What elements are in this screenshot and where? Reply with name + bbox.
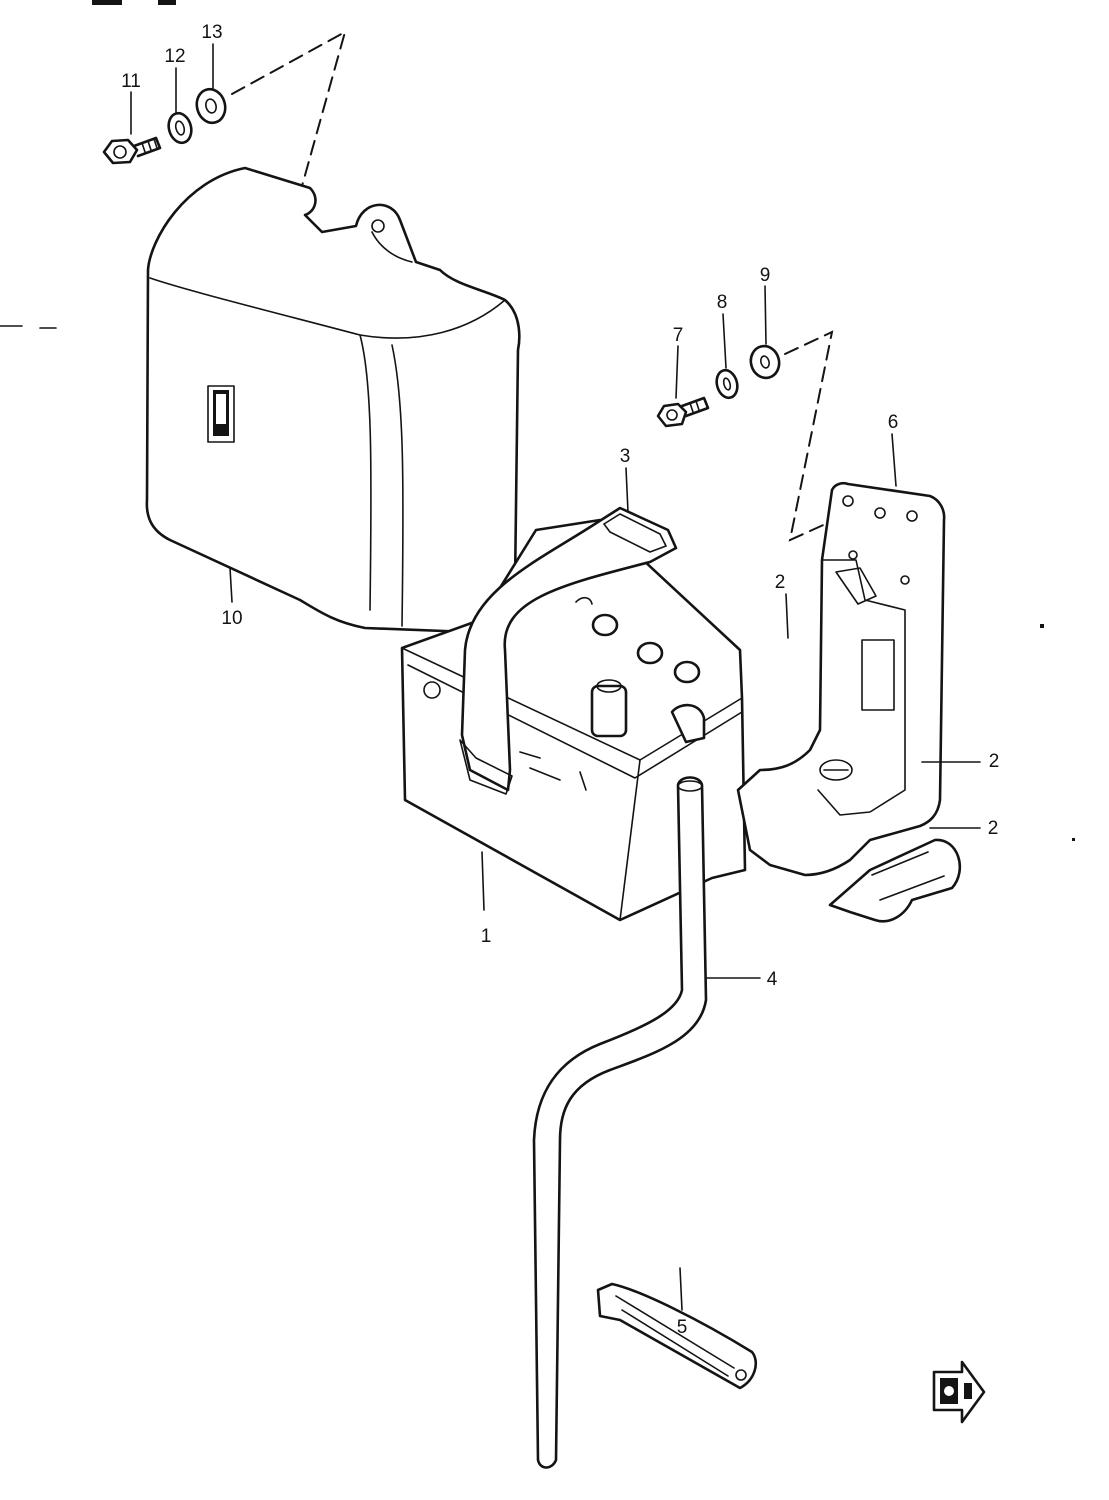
cable-part-5: [596, 1282, 757, 1390]
callout-3: 3: [620, 446, 631, 467]
callout-8: 8: [717, 292, 728, 313]
callout-4: 4: [767, 969, 778, 990]
callout-6: 6: [888, 412, 899, 433]
callout-2a: 2: [775, 572, 786, 593]
callout-2c: 2: [988, 818, 999, 839]
callout-10: 10: [221, 608, 242, 629]
callout-11: 11: [121, 71, 141, 92]
assembly-guide-line-right: [784, 330, 834, 542]
callout-12: 12: [164, 46, 185, 67]
washer-part-13: [195, 87, 227, 125]
callout-13: 13: [201, 22, 222, 43]
washer-part-9: [749, 344, 781, 380]
bracket-part-6: [736, 481, 962, 923]
callout-7: 7: [673, 325, 684, 346]
callout-5: 5: [677, 1317, 688, 1338]
bolt-part-7: [656, 396, 710, 428]
callout-9: 9: [760, 265, 771, 286]
strap-part-3: [459, 506, 678, 795]
lock-washer-part-12: [167, 111, 193, 145]
front-direction-arrow-icon: [932, 1360, 986, 1424]
breather-tube-part-4: [532, 776, 708, 1469]
callout-labels: 1 2 2 2 3 4 5 6 7 8 9 10 11 12 13: [121, 22, 999, 1338]
bolt-part-11: [102, 136, 162, 165]
callout-2b: 2: [989, 751, 1000, 772]
leader-lines: [130, 43, 981, 1311]
lock-washer-part-8: [715, 368, 739, 400]
battery-cover-part-10: [145, 166, 521, 634]
scan-specks: [1040, 624, 1075, 841]
scan-marks: [0, 0, 176, 329]
callout-1: 1: [481, 926, 492, 947]
